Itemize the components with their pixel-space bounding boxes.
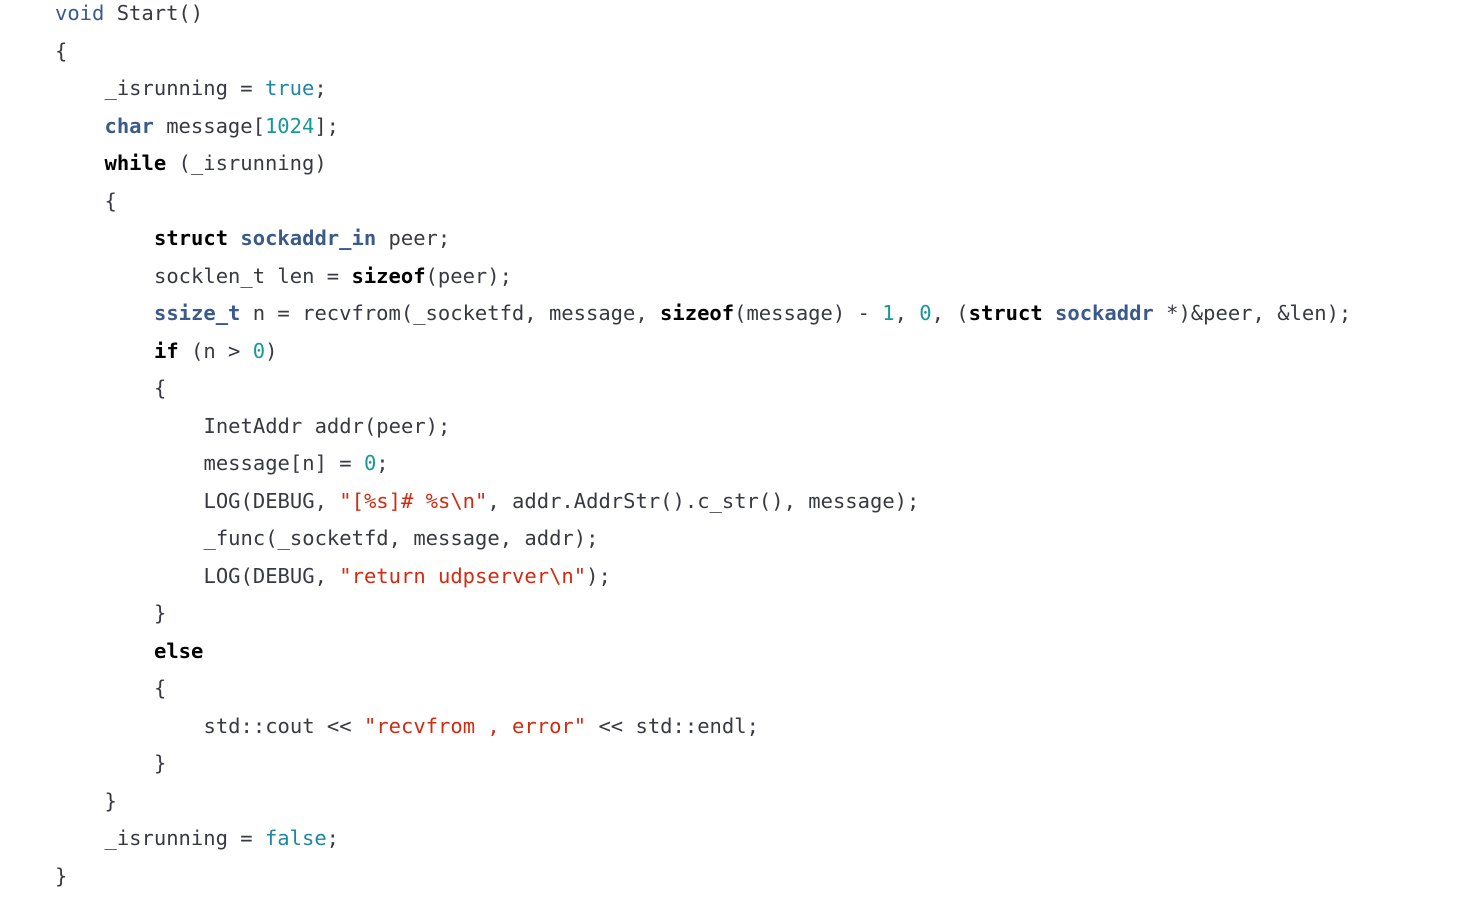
code-keyword: if [154, 338, 179, 363]
code-text: LOG(DEBUG, [203, 563, 340, 588]
code-line: _func(_socketfd, message, addr); [55, 525, 1455, 563]
code-number: 1024 [264, 113, 315, 138]
code-keyword: struct [968, 301, 1043, 325]
code-text: , ( [931, 301, 969, 325]
code-text: } [154, 601, 167, 625]
code-line: std::cout << "recvfrom , error" << std::… [55, 713, 1455, 751]
code-text: { [55, 38, 68, 63]
code-text: Start() [104, 1, 204, 25]
code-text: } [154, 751, 167, 775]
code-line: { [55, 38, 1455, 76]
code-line: while (_isrunning) [55, 150, 1455, 188]
code-line: struct sockaddr_in peer; [55, 225, 1455, 263]
code-text: (peer); [425, 263, 512, 288]
code-text: _isrunning = [104, 826, 265, 850]
code-keyword: struct [154, 226, 229, 250]
code-line: char message[1024]; [55, 113, 1455, 151]
code-type: void [55, 1, 105, 25]
code-block: void Start(){_isrunning = true;char mess… [55, 0, 1455, 900]
code-text: socklen_t len = [154, 263, 352, 288]
code-line: if (n > 0) [55, 338, 1455, 376]
code-text: message[n] = [203, 451, 364, 475]
code-text: LOG(DEBUG, [203, 488, 340, 513]
code-text: n = recvfrom(_socketfd, message, [240, 301, 661, 325]
code-text: std::cout << [203, 713, 364, 738]
code-text: ; [314, 76, 327, 100]
code-text: InetAddr addr(peer); [203, 413, 451, 438]
code-type: char [104, 113, 154, 138]
code-line: { [55, 188, 1455, 226]
code-text: , [894, 301, 920, 325]
code-line: else [55, 638, 1455, 676]
code-number: 0 [363, 451, 377, 475]
code-text: _isrunning = [104, 76, 265, 100]
code-text: << std::endl; [586, 713, 759, 738]
code-line: } [55, 750, 1455, 788]
code-text: (_isrunning) [166, 151, 327, 175]
code-keyword: sizeof [351, 263, 426, 288]
code-text: ; [326, 826, 340, 850]
code-text [228, 226, 240, 250]
code-text: { [154, 376, 167, 400]
code-line: message[n] = 0; [55, 450, 1455, 488]
code-line: ssize_t n = recvfrom(_socketfd, message,… [55, 300, 1455, 338]
code-text: peer; [376, 226, 451, 250]
code-line: } [55, 788, 1455, 826]
code-line: } [55, 600, 1455, 638]
code-type: sockaddr [1055, 301, 1154, 325]
code-text: *)&peer, &len); [1153, 301, 1352, 325]
code-line: LOG(DEBUG, "return udpserver\n"); [55, 563, 1455, 601]
code-keyword: sizeof [660, 301, 735, 325]
code-text: } [55, 863, 68, 888]
code-text: (n > [178, 338, 253, 363]
code-text: _func(_socketfd, message, addr); [203, 526, 599, 550]
code-line: _isrunning = true; [55, 75, 1455, 113]
code-line: _isrunning = false; [55, 825, 1455, 863]
code-text: ; [376, 451, 389, 475]
code-line: } [55, 863, 1455, 901]
code-number: 0 [252, 338, 266, 363]
code-text: ); [586, 563, 611, 588]
code-string: "return udpserver\n" [339, 563, 587, 588]
code-keyword: else [154, 638, 204, 663]
code-line: void Start() [55, 0, 1455, 38]
code-text [1043, 301, 1055, 325]
code-text: { [154, 676, 167, 700]
code-keyword: while [104, 151, 167, 175]
code-text: { [104, 188, 117, 213]
code-text: (message) - [734, 301, 883, 325]
code-text: , addr.AddrStr().c_str(), message); [487, 488, 920, 513]
code-line: { [55, 375, 1455, 413]
code-number: 1 [882, 301, 895, 325]
code-string: "[%s]# %s\n" [339, 488, 488, 513]
code-text: } [104, 788, 117, 813]
code-line: socklen_t len = sizeof(peer); [55, 263, 1455, 301]
code-text: ]; [314, 113, 340, 138]
code-text: message[ [153, 113, 265, 138]
code-number: 0 [919, 301, 932, 325]
code-type: sockaddr_in [240, 226, 377, 250]
code-literal: true [264, 76, 315, 100]
code-line: LOG(DEBUG, "[%s]# %s\n", addr.AddrStr().… [55, 488, 1455, 526]
code-type: ssize_t [154, 301, 241, 325]
code-line: { [55, 675, 1455, 713]
code-line: InetAddr addr(peer); [55, 413, 1455, 451]
code-text: ) [265, 338, 278, 363]
code-literal: false [264, 826, 327, 850]
code-string: "recvfrom , error" [363, 713, 587, 738]
